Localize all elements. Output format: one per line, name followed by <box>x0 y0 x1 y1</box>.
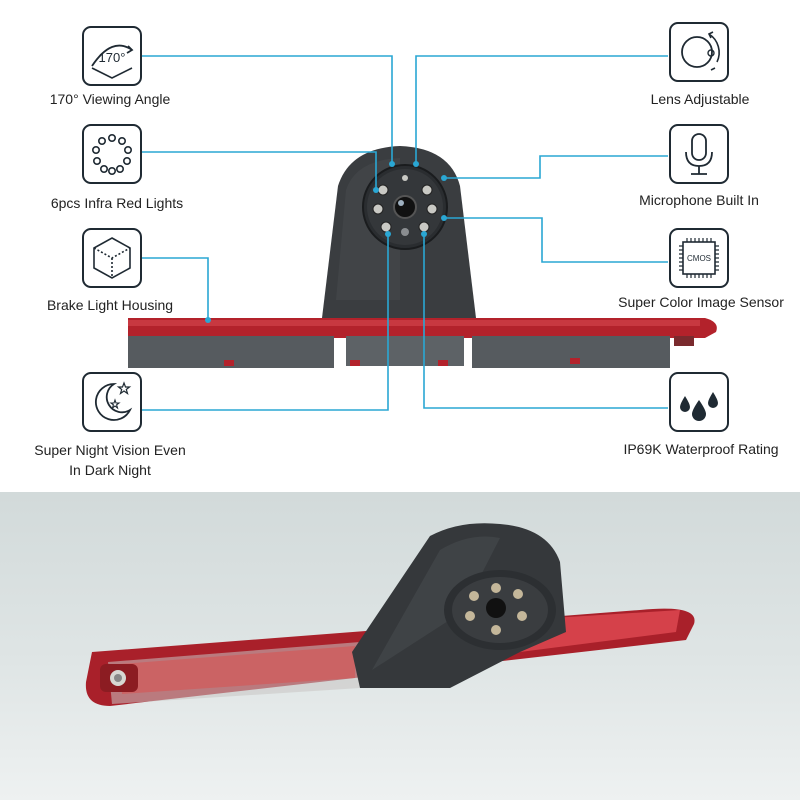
brake-light-bar <box>128 318 717 368</box>
product-photo <box>0 492 800 800</box>
led-ring-icon <box>82 124 142 184</box>
camera-housing <box>322 146 476 318</box>
night-vision-line-2: In Dark Night <box>69 462 151 478</box>
cube-icon <box>82 228 142 288</box>
waterproof-label: IP69K Waterproof Rating <box>623 441 779 457</box>
angle-arc-icon: 170° <box>82 26 142 86</box>
feature-diagram: 170° 170° Viewing Angle 6pc <box>15 22 784 480</box>
viewing-angle-label: 170° Viewing Angle <box>49 91 171 107</box>
night-vision-label: Super Night Vision Even In Dark Night <box>15 440 205 480</box>
camera-diagram <box>128 55 717 411</box>
sensor-label: Super Color Image Sensor <box>618 294 784 310</box>
svg-text:CMOS: CMOS <box>687 254 711 263</box>
night-vision-line-1: Super Night Vision Even <box>34 442 186 458</box>
lens-label: Lens Adjustable <box>650 91 750 107</box>
water-drops-icon <box>669 372 729 432</box>
microphone-icon <box>669 124 729 184</box>
microphone-label: Microphone Built In <box>639 192 759 208</box>
infrared-label: 6pcs Infra Red Lights <box>50 195 184 211</box>
moon-stars-icon <box>82 372 142 432</box>
mounted-camera-photo <box>85 523 695 706</box>
cmos-chip-icon: CMOS <box>669 228 729 288</box>
connector-lines <box>142 55 668 411</box>
housing-label: Brake Light Housing <box>46 297 174 313</box>
svg-text:170°: 170° <box>99 50 126 65</box>
rotate-lens-icon <box>669 22 729 82</box>
